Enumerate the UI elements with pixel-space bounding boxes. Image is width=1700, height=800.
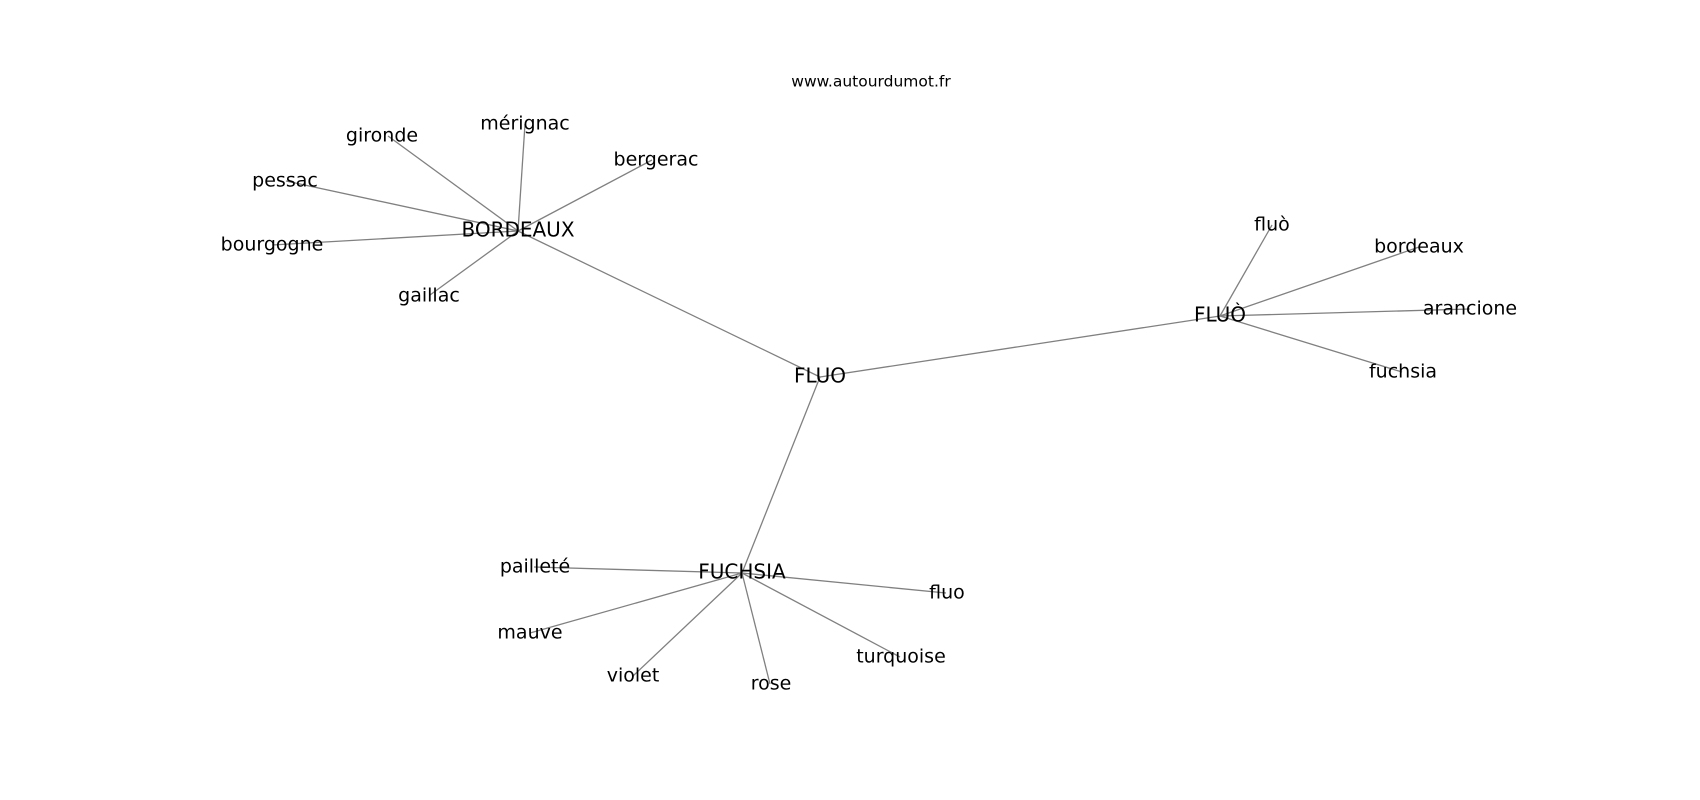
edge-fuchsia-paillete <box>533 566 743 574</box>
watermark-text: www.autourdumot.fr <box>791 73 951 91</box>
edge-fuchsia-rose <box>741 572 771 685</box>
hub-node-bordeaux: BORDEAUX <box>461 218 574 242</box>
leaf-node-arancione: arancione <box>1423 298 1517 320</box>
edge-fuchsia-turquoise <box>741 572 901 658</box>
leaf-node-fluo-grave: fluò <box>1254 214 1290 236</box>
edge-fluo-fuchsia <box>741 376 821 574</box>
leaf-node-merignac: mérignac <box>480 113 569 135</box>
leaf-node-rose: rose <box>751 673 792 695</box>
leaf-node-bourgogne: bourgogne <box>221 234 324 256</box>
leaf-node-violet: violet <box>607 665 660 687</box>
edge-bordeaux-gaillac <box>429 230 519 296</box>
edge-bordeaux-merignac <box>517 123 526 232</box>
edge-bordeaux-bergerac <box>517 159 653 232</box>
edge-bordeaux-gironde <box>387 135 519 232</box>
leaf-node-fluo-lower: fluo <box>929 582 965 604</box>
leaf-node-paillete: pailleté <box>500 556 570 578</box>
leaf-node-gaillac: gaillac <box>398 285 460 307</box>
labels: www.autourdumot.fr FLUO BORDEAUX FLUÒ FU… <box>221 73 1517 695</box>
edge-fuchsia-mauve <box>529 572 743 634</box>
edge-bordeaux-bourgogne <box>271 230 519 246</box>
edge-fuchsia-violet <box>632 572 743 677</box>
edge-fluo-bordeaux <box>517 230 821 378</box>
leaf-node-pessac: pessac <box>252 170 318 192</box>
edge-bordeaux-pessac <box>285 180 519 232</box>
edge-fluo-accent-arancione <box>1219 308 1471 317</box>
leaf-node-fuchsia-lower: fuchsia <box>1369 361 1437 383</box>
hub-node-fluo-accent: FLUÒ <box>1194 303 1246 327</box>
leaf-node-bordeaux-lower: bordeaux <box>1374 236 1464 258</box>
edge-fluo-accent-fluo-grave <box>1219 224 1273 317</box>
center-node-label: FLUO <box>794 364 846 388</box>
leaf-node-turquoise: turquoise <box>856 646 946 668</box>
leaf-node-bergerac: bergerac <box>614 149 699 171</box>
leaf-node-mauve: mauve <box>497 622 562 644</box>
edge-fluo-fluo-accent <box>819 315 1221 378</box>
leaf-node-gironde: gironde <box>346 125 418 147</box>
edges <box>271 123 1471 685</box>
edge-fluo-accent-bordeaux <box>1219 246 1420 317</box>
edge-fluo-accent-fuchsia <box>1219 315 1403 373</box>
edge-fuchsia-fluo <box>741 572 947 594</box>
hub-node-fuchsia: FUCHSIA <box>698 560 786 584</box>
